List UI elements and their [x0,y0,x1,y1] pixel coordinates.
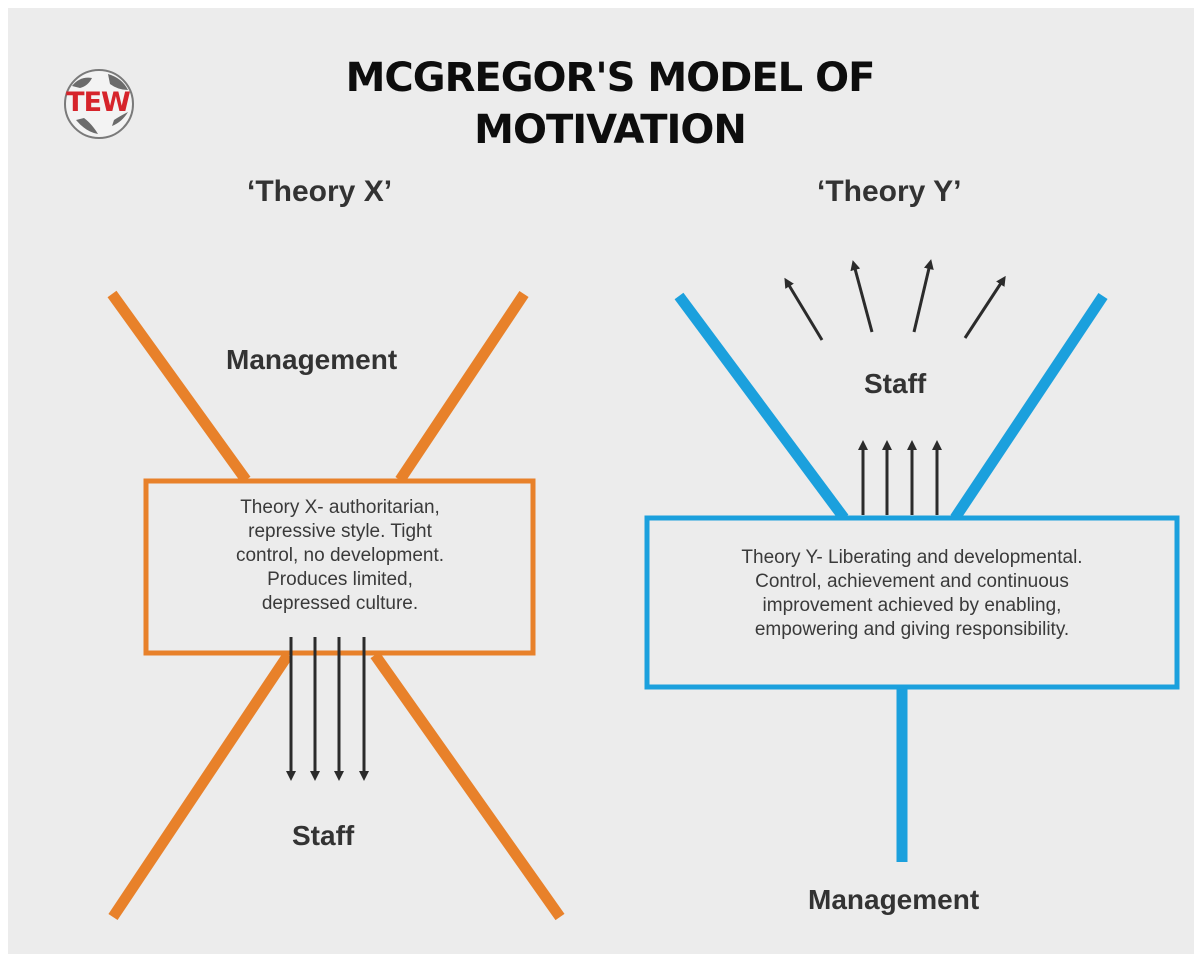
page-title: MCGREGOR'S MODEL OF MOTIVATION [250,52,970,156]
theory-y-label: ‘Theory Y’ [817,175,962,208]
fan-arrow [850,260,874,333]
title-line-2: MOTIVATION [474,107,747,153]
theory-x-line-lower-left [108,651,293,921]
theory-x-staff-label: Staff [292,820,355,851]
fan-arrow [784,277,824,341]
theory-y-line-left [674,292,849,522]
theory-y-box [644,515,1180,690]
theory-y-description: Theory Y- Liberating and developmental. … [660,546,1164,642]
text-line: Theory X- authoritarian, [240,497,440,518]
title-line-1: MCGREGOR'S MODEL OF [345,55,876,101]
fan-arrow [963,275,1006,339]
text-line: Produces limited, [267,569,413,590]
theory-x-down-arrows [286,637,369,781]
theory-y-fan-arrows [784,259,1006,341]
theory-x-line-upper-left [107,290,251,484]
theory-y-management-label: Management [808,884,980,915]
logo-text: TEW [66,87,131,118]
text-line: depressed culture. [261,593,419,614]
theory-y-up-arrows [858,440,942,515]
theory-x-line-lower-right [370,651,565,921]
text-line: repressive style. Tight [248,521,432,542]
theory-x-description: Theory X- authoritarian, repressive styl… [160,496,520,616]
theory-x-cross-lines [107,290,565,921]
text-line: improvement achieved by enabling, [762,595,1062,616]
theory-y-line-right [950,292,1108,522]
theory-y-staff-label: Staff [864,368,927,399]
theory-y-funnel [674,292,1108,862]
theory-x-management-label: Management [226,344,398,375]
theory-x-label: ‘Theory X’ [247,175,393,208]
text-line: Theory Y- Liberating and developmental. [741,547,1083,568]
logo-globe-icon [64,69,134,139]
text-line: Control, achievement and continuous [755,571,1069,592]
fan-arrow [912,259,934,333]
text-line: empowering and giving responsibility. [754,619,1070,640]
text-line: control, no development. [235,545,445,566]
theory-x-line-upper-right [395,290,529,484]
